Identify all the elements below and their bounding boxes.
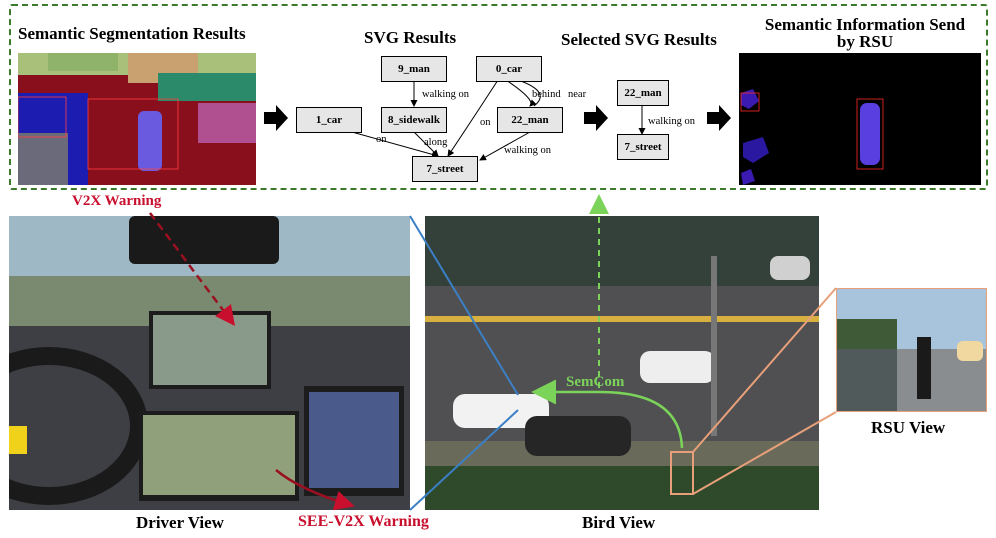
rsu-view-caption: RSU View xyxy=(871,418,946,437)
node-9-man: 9_man xyxy=(381,56,447,82)
arrow-selected-to-rsu xyxy=(707,105,731,131)
edge-label-on-1: on xyxy=(376,134,387,145)
edge-label-walking-on-2: walking on xyxy=(504,145,551,156)
driver-view-photo xyxy=(9,216,410,510)
edge-label-walking-on-1: walking on xyxy=(422,89,469,100)
edge-label-near: near xyxy=(568,89,587,100)
arrow-svg-to-selected xyxy=(584,105,608,131)
node-1-car: 1_car xyxy=(296,107,362,133)
v2x-warning-label: V2X Warning xyxy=(72,193,162,209)
see-v2x-warning-label: SEE-V2X Warning xyxy=(298,513,429,530)
semcom-label: SemCom xyxy=(566,374,625,390)
semantic-info-title: Semantic Information Send by RSU xyxy=(750,16,980,50)
node-0-car: 0_car xyxy=(476,56,542,82)
bird-view-photo xyxy=(425,216,819,510)
segmentation-image xyxy=(18,53,256,185)
rsu-semantic-image xyxy=(739,53,981,185)
semantic-info-title-line2: by RSU xyxy=(836,32,894,51)
arrow-seg-to-svg xyxy=(264,105,288,131)
bird-view-caption: Bird View xyxy=(582,513,656,532)
selected-edge-label-walking-on: walking on xyxy=(648,116,695,127)
edge-label-on-2: on xyxy=(480,117,491,128)
node-7-street: 7_street xyxy=(412,156,478,182)
semantic-info-title-line1: Semantic Information Send xyxy=(764,15,966,34)
node-22-man: 22_man xyxy=(497,107,563,133)
edge-label-behind: behind xyxy=(532,89,561,100)
selected-node-22-man: 22_man xyxy=(617,80,669,106)
edge-label-along: along xyxy=(424,137,448,148)
selected-node-7-street: 7_street xyxy=(617,134,669,160)
semantic-pipeline-panel xyxy=(9,4,988,190)
selected-svg-results-title: Selected SVG Results xyxy=(561,30,717,49)
svg-results-title: SVG Results xyxy=(364,28,457,47)
driver-view-caption: Driver View xyxy=(136,513,224,532)
semantic-segmentation-title: Semantic Segmentation Results xyxy=(18,24,246,43)
rsu-view-photo xyxy=(836,288,987,412)
node-8-sidewalk: 8_sidewalk xyxy=(381,107,447,133)
